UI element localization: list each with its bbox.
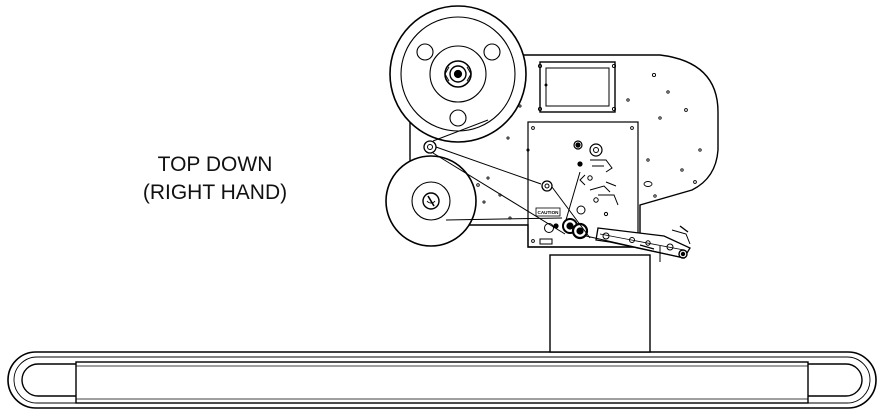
caution-label-plate: [535, 207, 561, 217]
conveyor-bed: [75, 361, 809, 404]
orientation-label-line2: (RIGHT HAND): [142, 181, 288, 204]
conveyor-inner-belt: [13, 356, 871, 404]
rewind-reel: [385, 155, 477, 247]
right-roller: [808, 363, 863, 397]
dancer-roller: [423, 140, 437, 154]
web-path: [432, 119, 685, 259]
conveyor-belt: [7, 351, 877, 409]
left-roller: [21, 363, 76, 397]
pinch-mechanism: CAUTION: [535, 159, 619, 245]
mounting-post: [549, 254, 651, 353]
label-window: [539, 61, 616, 113]
conveyor: [7, 351, 877, 409]
center-panel: [527, 121, 639, 248]
orientation-label-line1: TOP DOWN: [157, 153, 273, 176]
caution-label: CAUTION: [538, 210, 560, 215]
unwind-reel: [389, 5, 527, 143]
guide-roller: [541, 180, 553, 192]
